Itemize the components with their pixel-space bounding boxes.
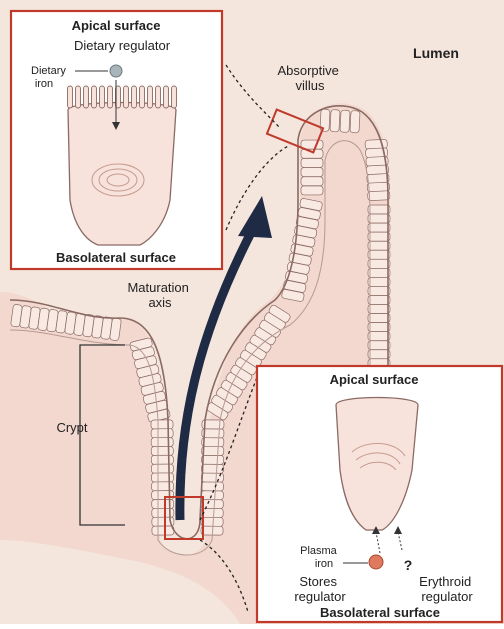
epithelial-cell <box>368 268 390 277</box>
epithelial-cell <box>368 191 390 201</box>
top-inset-basolateral-surface-label: Basolateral surface <box>56 250 176 265</box>
epithelial-cell <box>152 482 174 491</box>
epithelial-cell <box>301 168 323 177</box>
microvillus <box>172 86 177 108</box>
microvillus <box>84 86 89 108</box>
top-enterocyte-body <box>68 103 176 246</box>
plasma-iron-dot <box>369 555 383 569</box>
epithelial-cell <box>152 526 174 535</box>
bottom-inset-apical-surface-label: Apical surface <box>330 372 419 387</box>
epithelial-cell <box>368 314 390 323</box>
epithelial-cell <box>151 438 173 447</box>
epithelial-cell <box>350 111 360 133</box>
epithelial-cell <box>301 158 323 167</box>
epithelial-cell <box>201 491 223 500</box>
microvillus <box>76 86 81 108</box>
epithelial-cell <box>301 186 323 195</box>
microvillus <box>148 86 153 108</box>
microvillus <box>92 86 97 108</box>
epithelial-cell <box>368 296 390 305</box>
epithelial-cell <box>368 305 390 314</box>
epithelial-cell <box>151 429 173 438</box>
plasma-iron-line-2: iron <box>315 558 333 570</box>
epithelial-cell <box>368 277 390 286</box>
epithelial-cell <box>151 446 173 455</box>
epithelial-cell <box>330 110 340 132</box>
crypt-label: Crypt <box>56 420 87 435</box>
top-inset: Apical surface Dietary regulator Dietary… <box>11 11 222 269</box>
epithelial-cell <box>368 350 390 359</box>
epithelial-cell <box>201 482 223 491</box>
epithelial-cell <box>340 110 350 132</box>
microvillus <box>68 86 73 108</box>
epithelial-cell <box>368 232 390 241</box>
epithelial-cell <box>301 177 323 186</box>
epithelial-cell <box>368 223 390 232</box>
epithelial-cell <box>368 286 390 295</box>
microvillus <box>124 86 129 108</box>
epithelial-cell <box>368 214 390 223</box>
epithelial-cell <box>368 250 390 259</box>
dietary-iron-line-2: iron <box>35 78 53 90</box>
microvillus <box>140 86 145 108</box>
maturation-axis-line-1: Maturation <box>127 280 188 295</box>
epithelial-cell <box>201 508 223 517</box>
epithelial-cell <box>151 464 173 473</box>
bottom-inset-basolateral-surface-label: Basolateral surface <box>320 605 440 620</box>
epithelial-cell <box>202 464 224 473</box>
erythroid-regulator-line-2: regulator <box>421 589 473 604</box>
stores-regulator-line-2: regulator <box>294 589 346 604</box>
epithelial-cell <box>151 420 173 429</box>
epithelial-cell <box>202 455 224 464</box>
epithelial-cell <box>151 455 173 464</box>
microvillus <box>100 86 105 108</box>
microvillus <box>156 86 161 108</box>
dietary-iron-line-1: Dietary <box>31 65 66 77</box>
epithelial-cell <box>368 241 390 250</box>
epithelial-cell <box>301 149 323 158</box>
stores-regulator-line-1: Stores <box>299 574 337 589</box>
epithelial-cell <box>202 438 224 447</box>
epithelial-cell <box>368 205 390 214</box>
lumen-label: Lumen <box>413 45 459 61</box>
top-inset-apical-surface-label: Apical surface <box>72 18 161 33</box>
absorptive-villus-line-2: villus <box>296 78 325 93</box>
epithelial-cell <box>368 259 390 268</box>
plasma-iron-line-1: Plasma <box>300 545 338 557</box>
stores-regulator-label: Stores regulator <box>294 574 346 604</box>
maturation-axis-line-2: axis <box>148 295 172 310</box>
epithelial-cell <box>201 517 223 526</box>
microvillus <box>108 86 113 108</box>
epithelial-cell <box>152 491 174 500</box>
dietary-regulator-label: Dietary regulator <box>74 38 171 53</box>
epithelial-cell <box>201 499 223 508</box>
bottom-inset: Apical surface Plasma iron ? Stores regu… <box>257 366 502 622</box>
microvillus <box>132 86 137 108</box>
erythroid-question-mark: ? <box>404 557 413 573</box>
epithelial-cell <box>368 323 390 332</box>
epithelial-cell <box>202 446 224 455</box>
erythroid-regulator-label: Erythroid regulator <box>419 574 475 604</box>
erythroid-regulator-line-1: Erythroid <box>419 574 471 589</box>
epithelial-cell <box>151 473 173 482</box>
absorptive-villus-line-1: Absorptive <box>277 63 338 78</box>
epithelial-cell <box>368 332 390 341</box>
microvillus <box>164 86 169 108</box>
dietary-iron-dot <box>110 65 122 77</box>
epithelial-cell <box>368 341 390 350</box>
